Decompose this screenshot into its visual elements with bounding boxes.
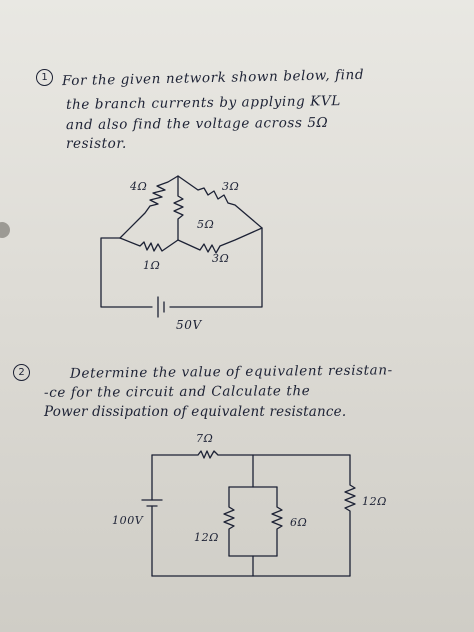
punch-hole: [0, 222, 10, 238]
q2-right-12ohm: [344, 454, 356, 577]
q2-resistor-7ohm-label: 7Ω: [196, 432, 214, 445]
q2-inner-6ohm: [271, 486, 283, 557]
q2-resistor-12ohm-right-label: 12Ω: [362, 495, 387, 508]
q2-top-wire-7ohm: [151, 450, 351, 459]
q1-branch-3ohm-bottom: [177, 227, 263, 254]
q1-outer-right-wire: [169, 227, 263, 308]
q1-resistor-5ohm-label: 5Ω: [197, 218, 215, 231]
q2-inner-12ohm: [223, 486, 235, 557]
q2-circuit: [141, 450, 356, 577]
q1-source-voltage-label: 50V: [176, 318, 202, 332]
q1-circuit: [100, 175, 263, 318]
q1-resistor-3ohm-bottom-label: 3Ω: [212, 252, 230, 265]
question-2-number: 2: [13, 364, 30, 381]
question-1-line-4: resistor.: [66, 136, 127, 152]
question-1-number: 1: [36, 69, 53, 86]
q2-resistor-12ohm-middle-label: 12Ω: [194, 531, 219, 544]
q1-branch-1ohm: [119, 237, 179, 252]
question-2-line-3: Power dissipation of equivalent resistan…: [44, 404, 347, 420]
q2-resistor-6ohm-label: 6Ω: [290, 516, 308, 529]
q2-source-voltage-label: 100V: [112, 514, 144, 527]
q1-branch-5ohm: [173, 175, 184, 241]
q1-resistor-4ohm-label: 4Ω: [130, 180, 148, 193]
q1-branch-3ohm-top: [177, 175, 263, 229]
q1-resistor-1ohm-label: 1Ω: [143, 259, 161, 272]
q1-outer-left-wire: [100, 237, 153, 308]
q1-branch-4ohm: [119, 175, 179, 239]
q1-resistor-3ohm-top-label: 3Ω: [222, 180, 240, 193]
